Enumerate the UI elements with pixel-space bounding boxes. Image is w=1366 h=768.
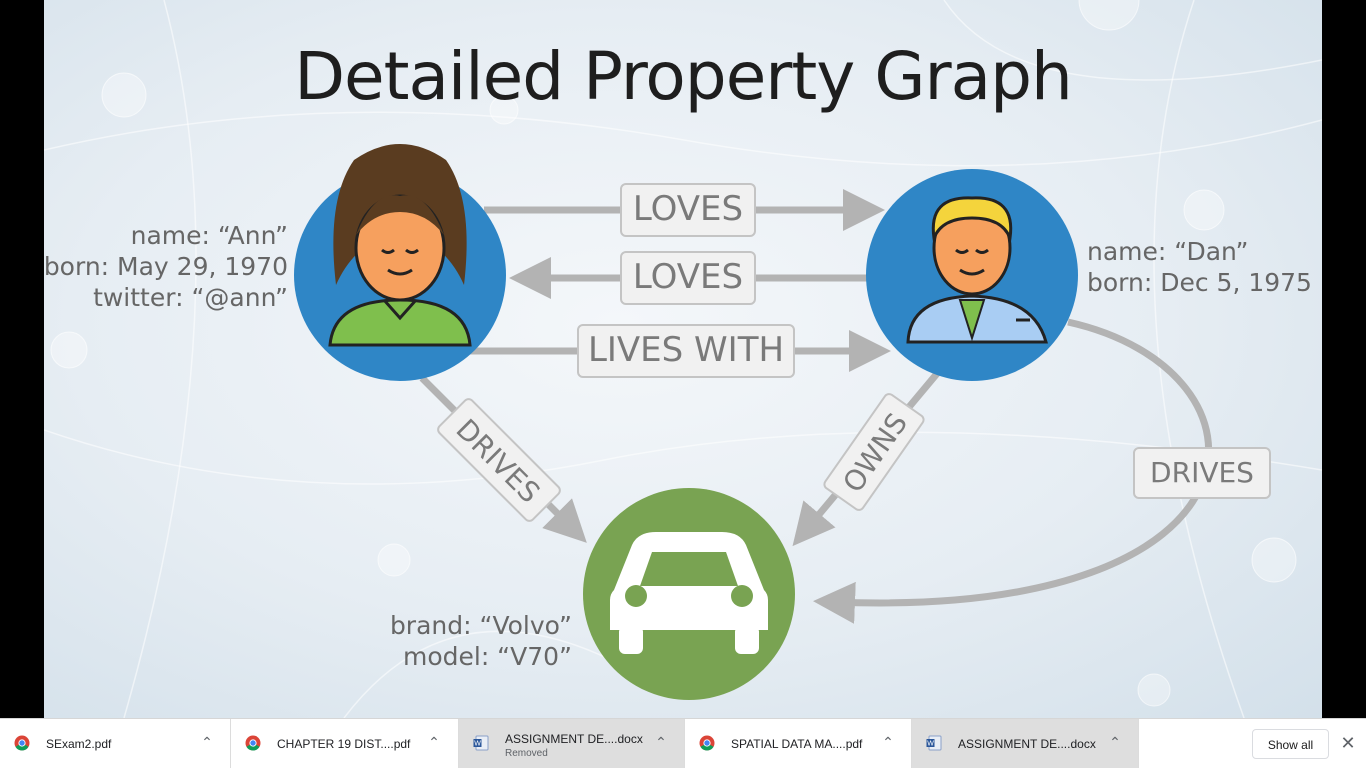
- show-all-button[interactable]: Show all: [1252, 729, 1329, 759]
- chevron-up-icon[interactable]: ⌃: [428, 734, 440, 750]
- chrome-icon: [14, 735, 30, 751]
- ann-prop-name: name: “Ann”: [130, 221, 288, 250]
- svg-text:W: W: [474, 741, 481, 748]
- dan-properties: name: “Dan” born: Dec 5, 1975: [1087, 236, 1312, 298]
- presentation-slide: Detailed Property Graph: [44, 0, 1322, 718]
- chrome-icon: [699, 735, 715, 751]
- slide-title: Detailed Property Graph: [294, 38, 1073, 115]
- dan-prop-born: born: Dec 5, 1975: [1087, 268, 1312, 297]
- download-filename: ASSIGNMENT DE....docx: [505, 732, 643, 746]
- word-icon: W: [926, 735, 942, 751]
- car-node: [583, 488, 795, 700]
- word-icon: W: [473, 735, 489, 751]
- rel-label-drives: DRIVES: [1133, 447, 1271, 499]
- download-item[interactable]: CHAPTER 19 DIST....pdf ⌃: [231, 719, 459, 768]
- rel-label-loves: LOVES: [620, 251, 756, 305]
- ann-properties: name: “Ann” born: May 29, 1970 twitter: …: [44, 220, 288, 313]
- car-prop-model: model: “V70”: [402, 642, 572, 671]
- person-node-ann: [294, 144, 506, 381]
- car-prop-brand: brand: “Volvo”: [389, 611, 572, 640]
- downloads-bar: SExam2.pdf ⌃ CHAPTER 19 DIST....pdf ⌃ W …: [0, 718, 1366, 768]
- download-filename: SExam2.pdf: [46, 737, 112, 751]
- background-network-pattern: [44, 0, 1322, 718]
- chrome-icon: [245, 735, 261, 751]
- download-item[interactable]: SPATIAL DATA MA....pdf ⌃: [685, 719, 912, 768]
- ann-prop-twitter: twitter: “@ann”: [93, 283, 288, 312]
- close-icon[interactable]: ✕: [1340, 733, 1356, 753]
- property-graph-diagram: [294, 144, 1213, 700]
- download-status: Removed: [505, 748, 548, 759]
- download-filename: SPATIAL DATA MA....pdf: [731, 737, 863, 751]
- download-filename: CHAPTER 19 DIST....pdf: [277, 737, 411, 751]
- ann-prop-born: born: May 29, 1970: [44, 252, 288, 281]
- download-item[interactable]: W ASSIGNMENT DE....docx Removed ⌃: [459, 719, 685, 768]
- chevron-up-icon[interactable]: ⌃: [882, 734, 894, 750]
- download-item[interactable]: W ASSIGNMENT DE....docx ⌃: [912, 719, 1139, 768]
- person-node-dan: [866, 169, 1078, 381]
- chevron-up-icon[interactable]: ⌃: [655, 734, 667, 750]
- rel-label-lives-with: LIVES WITH: [577, 324, 795, 378]
- svg-text:W: W: [927, 741, 934, 748]
- rel-label-loves: LOVES: [620, 183, 756, 237]
- chevron-up-icon[interactable]: ⌃: [201, 734, 213, 750]
- download-filename: ASSIGNMENT DE....docx: [958, 737, 1096, 751]
- car-properties: brand: “Volvo” model: “V70”: [390, 610, 572, 672]
- dan-prop-name: name: “Dan”: [1087, 237, 1249, 266]
- download-item[interactable]: SExam2.pdf ⌃: [0, 719, 231, 768]
- chevron-up-icon[interactable]: ⌃: [1109, 734, 1121, 750]
